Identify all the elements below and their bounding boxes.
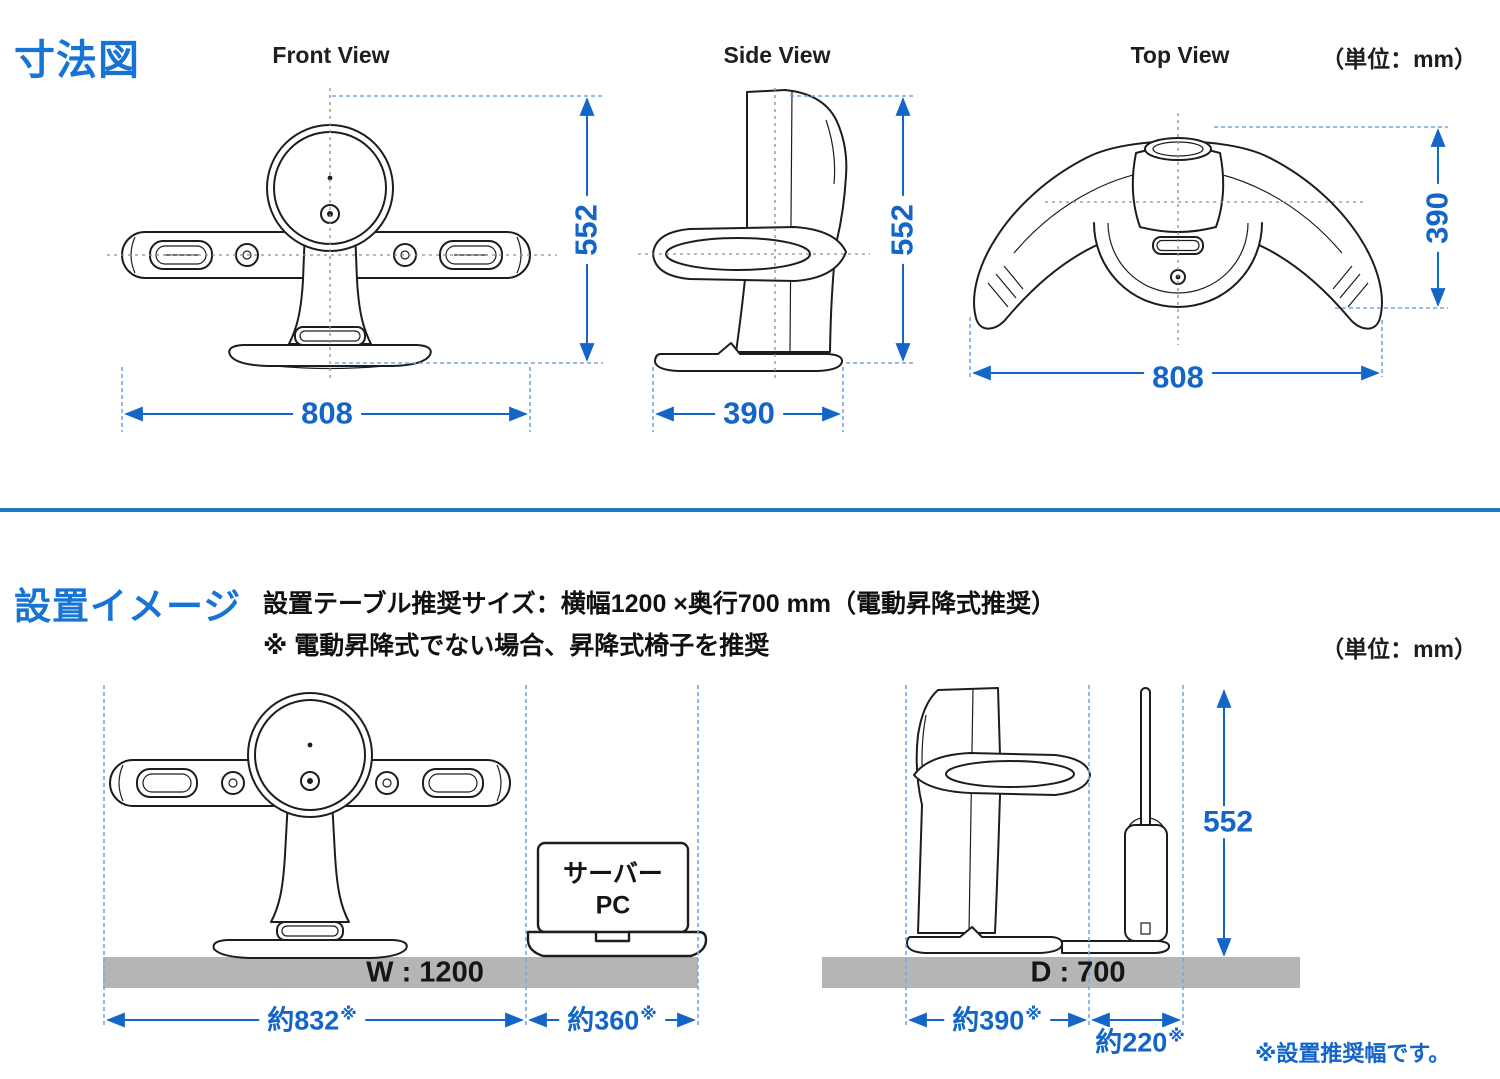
unit-note-bottom: （単位：mm） (1321, 636, 1477, 662)
side-view-title: Side View (723, 42, 831, 68)
unit-note-top: （単位：mm） (1321, 46, 1477, 72)
top-view-title: Top View (1130, 42, 1230, 68)
approx-mark: ※ (1025, 1004, 1042, 1024)
installation-section-title: 設置イメージ (14, 586, 242, 627)
installation-side-drawing (905, 685, 1232, 1028)
front-view-drawing (107, 88, 603, 432)
installation-spec-line2: ※ 電動昇降式でない場合、昇降式椅子を推奨 (263, 632, 770, 660)
install-height-dim: 552 (1194, 806, 1262, 838)
top-view-drawing (969, 113, 1448, 381)
front-view-height-dim: 552 (569, 196, 604, 264)
approx-mark: ※ (340, 1004, 357, 1024)
front-view-width-dim: 808 (293, 397, 361, 431)
top-view-width-dim: 808 (1144, 361, 1212, 395)
dimension-section-title: 寸法図 (14, 37, 140, 83)
install-server-width-dim: 約360※ (559, 1004, 665, 1036)
installation-front-drawing (103, 685, 708, 1028)
install-server-width-value: 約360 (567, 1005, 640, 1036)
table-depth-label: D : 700 (1030, 956, 1126, 989)
install-device-depth-dim: 約390※ (944, 1004, 1050, 1036)
server-pc-label-line1: サーバー (563, 860, 663, 888)
install-device-width-dim: 約832※ (259, 1004, 365, 1036)
install-device-depth-value: 約390 (952, 1005, 1025, 1036)
front-view-title: Front View (272, 42, 390, 68)
section-divider (0, 508, 1500, 512)
table-width-label: W : 1200 (366, 956, 484, 989)
install-device-width-value: 約832 (267, 1005, 340, 1036)
side-view-drawing (638, 88, 916, 432)
install-rear-width-dim: 約220※ (1087, 1026, 1193, 1058)
top-view-depth-dim: 390 (1420, 184, 1455, 252)
table-surface-side (822, 957, 1300, 988)
approx-mark: ※ (640, 1004, 657, 1024)
side-view-height-dim: 552 (885, 196, 920, 264)
side-view-depth-dim: 390 (715, 397, 783, 431)
installation-footnote: ※設置推奨幅です。 (1255, 1041, 1451, 1066)
approx-mark: ※ (1168, 1026, 1185, 1046)
table-surface-front (103, 957, 698, 988)
installation-spec-line1: 設置テーブル推奨サイズ：横幅1200 ×奥行700 mm（電動昇降式推奨） (263, 590, 1057, 618)
install-rear-width-value: 約220 (1095, 1027, 1168, 1058)
server-pc-label-line2: PC (595, 891, 631, 920)
